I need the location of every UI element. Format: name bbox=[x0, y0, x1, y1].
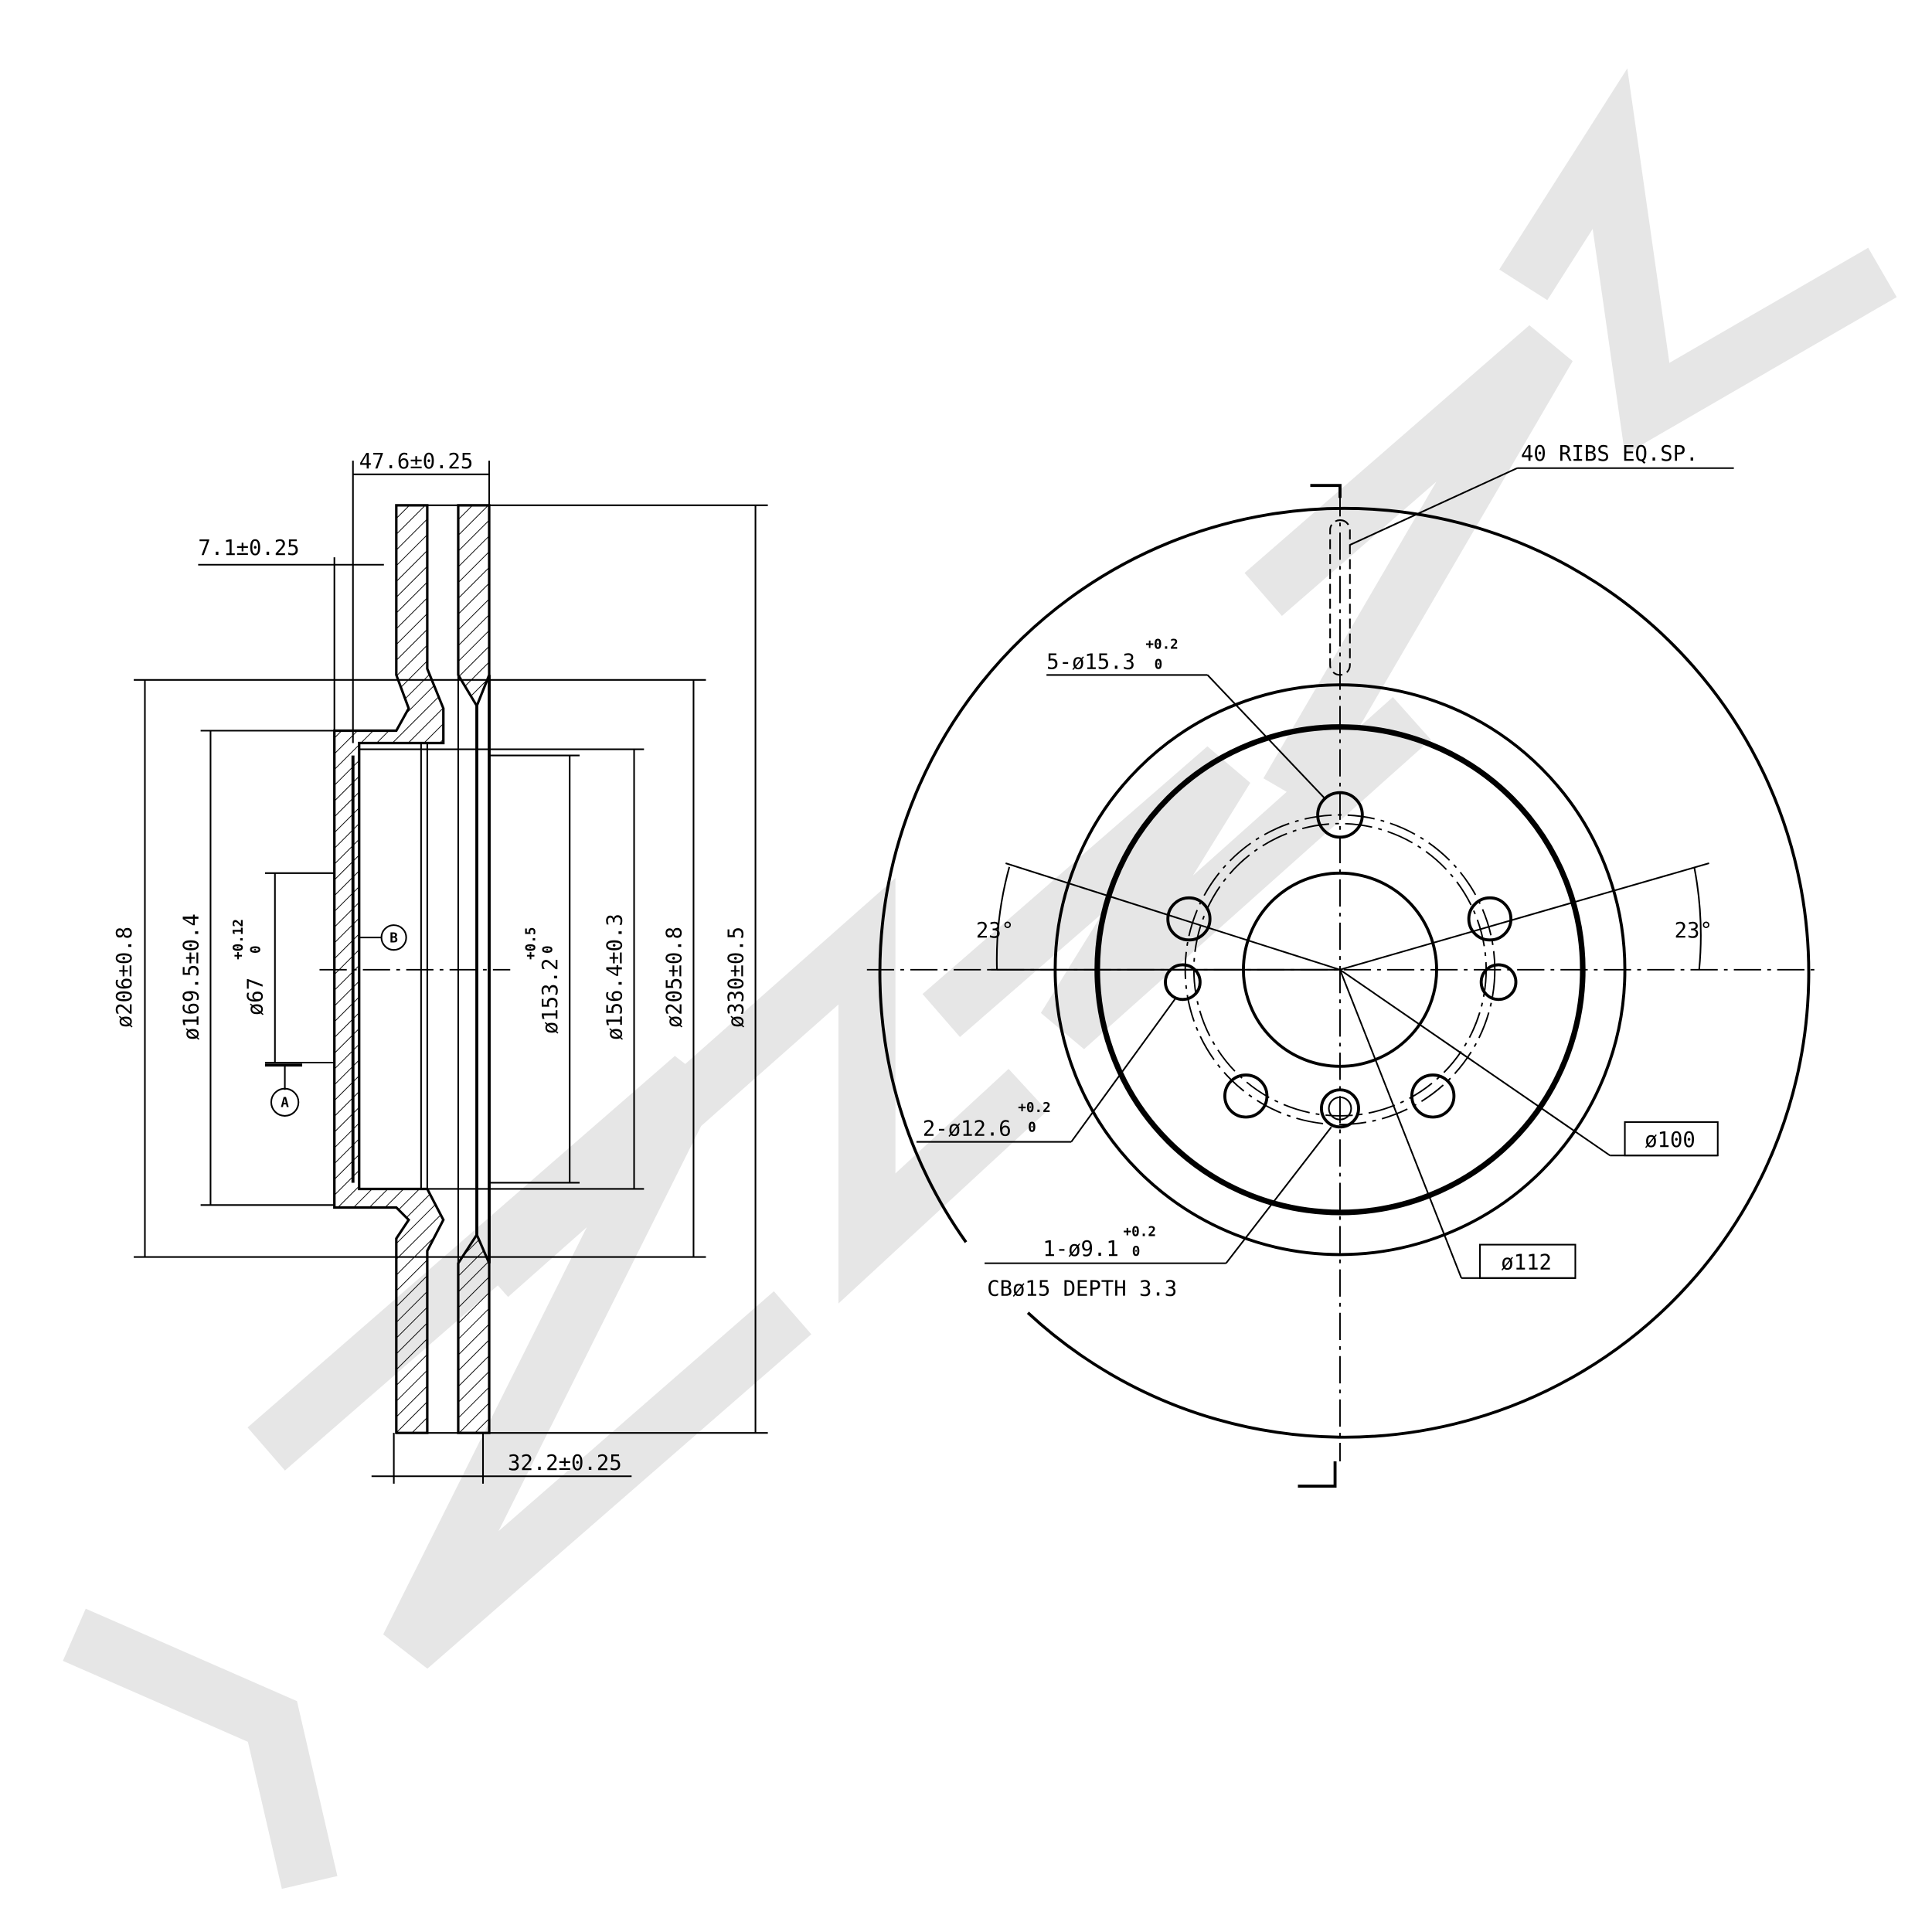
tol-upper: +0.2 bbox=[1145, 638, 1178, 653]
tol-lower: 0 bbox=[541, 945, 556, 954]
dim-d67: ø67 bbox=[244, 978, 268, 1015]
dim-d205: ø205±0.8 bbox=[662, 927, 686, 1028]
tol-upper: +0.5 bbox=[523, 927, 539, 960]
label-2-holes: 2-ø12.6 bbox=[923, 1117, 1012, 1141]
bolt-holes bbox=[1164, 791, 1518, 1129]
tol-upper: +0.12 bbox=[231, 919, 247, 960]
label-pcd-100: ø100 bbox=[1645, 1128, 1696, 1152]
svg-text:B: B bbox=[389, 931, 398, 947]
dim-d206: ø206±0.8 bbox=[113, 927, 137, 1028]
dim-d156: ø156.4±0.3 bbox=[603, 913, 627, 1040]
label-pcd-112: ø112 bbox=[1501, 1251, 1552, 1275]
dim-d169: ø169.5±0.4 bbox=[179, 913, 203, 1040]
dim-d330: ø330±0.5 bbox=[725, 927, 749, 1028]
label-angle-left: 23° bbox=[976, 919, 1014, 943]
label-5-holes: 5-ø15.3 bbox=[1046, 650, 1135, 674]
tol-lower: 0 bbox=[1132, 1244, 1141, 1260]
tol-upper: +0.2 bbox=[1124, 1224, 1156, 1240]
label-angle-right: 23° bbox=[1675, 919, 1713, 943]
svg-text:A: A bbox=[281, 1096, 289, 1111]
cooling-rib-slot bbox=[1329, 519, 1351, 676]
tol-lower: 0 bbox=[249, 945, 264, 954]
front-view: 40 RIBS EQ.SP. 5-ø15.3 +0.2 0 23° 23° 2-… bbox=[866, 442, 1815, 1488]
dim-d153: ø153.2 bbox=[539, 958, 563, 1034]
label-counterbore: CBø15 DEPTH 3.3 bbox=[987, 1277, 1177, 1301]
datum-b: B bbox=[358, 922, 407, 954]
side-section-view: B A 47.6±0.25 7.1±0.25 32.2±0.25 ø206±0.… bbox=[113, 450, 768, 1484]
label-1-hole: 1-ø9.1 bbox=[1043, 1237, 1118, 1261]
dim-overall-width: 47.6±0.25 bbox=[359, 450, 474, 474]
tol-lower: 0 bbox=[1155, 657, 1163, 672]
tol-upper: +0.2 bbox=[1018, 1100, 1050, 1116]
label-ribs: 40 RIBS EQ.SP. bbox=[1521, 442, 1699, 466]
tol-lower: 0 bbox=[1028, 1121, 1036, 1136]
dim-hat-thickness: 7.1±0.25 bbox=[198, 536, 299, 560]
datum-a: A bbox=[264, 1063, 303, 1117]
dim-disc-offset: 32.2±0.25 bbox=[508, 1451, 622, 1475]
